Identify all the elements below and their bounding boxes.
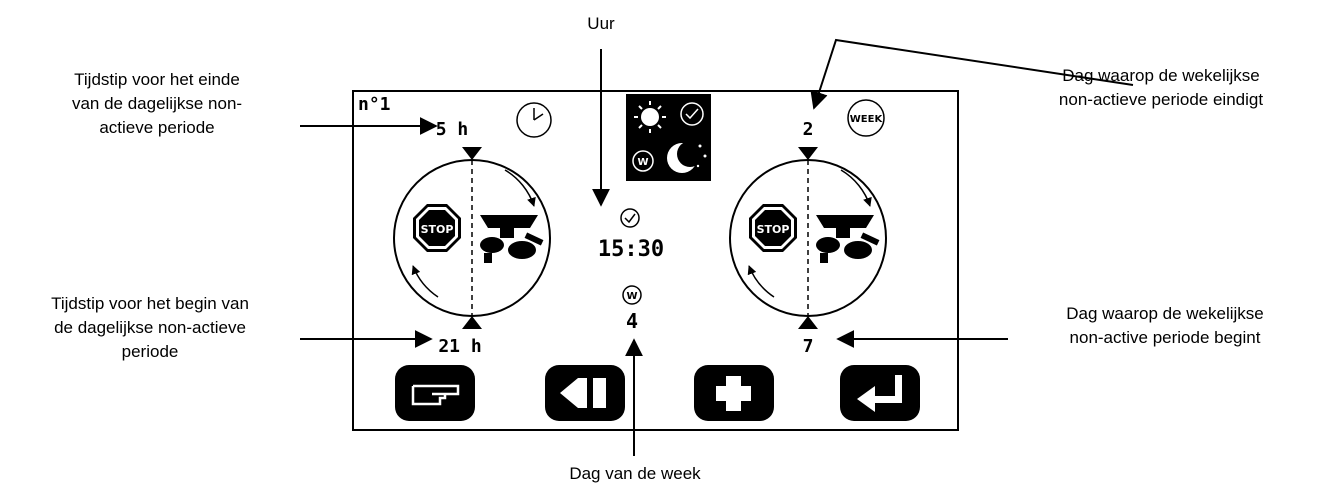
enter-button[interactable] — [840, 365, 920, 421]
label-begin-daily: Tijdstip voor het begin van de dagelijks… — [51, 294, 249, 361]
backspace-button[interactable] — [545, 365, 625, 421]
program-number: n°1 — [358, 94, 391, 115]
moon-icon — [667, 141, 707, 173]
svg-text:STOP: STOP — [757, 223, 790, 236]
plus-button[interactable] — [694, 365, 774, 421]
week-w-icon: W — [632, 150, 654, 172]
svg-text:W: W — [626, 291, 637, 302]
label-end-weekly: Dag waarop de wekelijkse non-actieve per… — [1058, 66, 1264, 109]
weekly-dial[interactable] — [729, 147, 887, 329]
label-uur: Uur — [587, 14, 615, 33]
label-end-daily: Tijdstip voor het einde van de dagelijks… — [71, 70, 243, 137]
sprinkler-valve-icon — [480, 215, 544, 263]
daily-dial[interactable] — [393, 147, 551, 329]
svg-text:W: W — [637, 157, 648, 168]
svg-text:STOP: STOP — [421, 223, 454, 236]
plus-icon — [716, 376, 751, 411]
enter-icon — [857, 375, 902, 412]
sun-icon — [634, 101, 666, 133]
annotation-arrows — [300, 38, 1134, 456]
svg-text:WEEK: WEEK — [850, 114, 884, 125]
hand-pointer-button[interactable] — [395, 365, 475, 421]
stop-sign-icon: STOP — [413, 204, 461, 252]
sprinkler-valve-icon — [816, 215, 880, 263]
weekly-start-day[interactable]: 7 — [803, 336, 814, 357]
label-begin-weekly: Dag waarop de wekelijkse non-active peri… — [1066, 304, 1264, 347]
end-weekly-arrow — [810, 38, 1134, 110]
current-time[interactable]: 15:30 — [598, 237, 664, 262]
backspace-icon — [560, 378, 606, 408]
week-day-badge-icon: W — [622, 285, 642, 305]
mode-icon-block[interactable]: W — [626, 94, 711, 181]
stop-sign-icon: STOP — [749, 204, 797, 252]
daily-end-time[interactable]: 5 h — [436, 119, 469, 140]
daily-start-time[interactable]: 21 h — [438, 336, 481, 357]
clock-icon — [516, 102, 552, 138]
week-badge-icon: WEEK — [847, 99, 885, 137]
label-day-of-week: Dag van de week — [569, 464, 701, 483]
clock-check-icon — [680, 102, 704, 126]
weekly-end-day[interactable]: 2 — [803, 119, 814, 140]
current-day[interactable]: 4 — [626, 309, 638, 333]
clock-check-small-icon — [620, 208, 640, 228]
hand-pointer-icon — [411, 384, 460, 406]
